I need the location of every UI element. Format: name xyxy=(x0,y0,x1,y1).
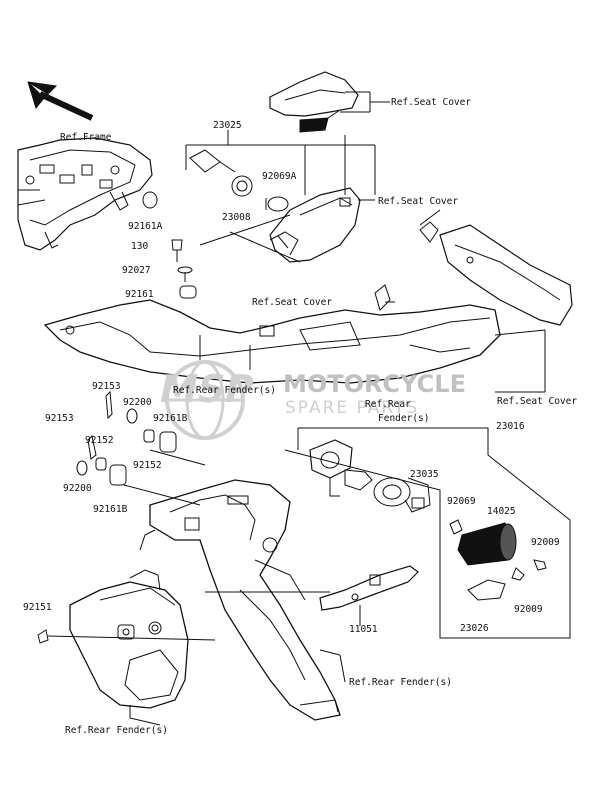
socket-23008 xyxy=(189,149,253,197)
rear-fender-lower xyxy=(139,479,341,721)
label-92161b-b: 92161B xyxy=(93,504,128,515)
label-ref-rear-fender-4: Ref.Rear Fender(s) xyxy=(65,725,168,736)
label-ref-rear-fender-2-line2: Fender(s) xyxy=(378,413,430,424)
label-ref-rear-fender-2-line1: Ref.Rear xyxy=(365,399,411,410)
label-23016: 23016 xyxy=(496,421,525,432)
label-130: 130 xyxy=(131,241,149,252)
lamp-14025 xyxy=(457,522,517,566)
bolt-92153-a xyxy=(105,390,113,420)
bolt-92153-b xyxy=(87,434,97,460)
license-light-housing xyxy=(309,439,373,497)
rear-fender-cover xyxy=(69,569,189,709)
label-23025: 23025 xyxy=(213,120,242,131)
watermark-globe-logo xyxy=(165,360,245,440)
label-92161b-a: 92161B xyxy=(153,413,188,424)
label-92200-b: 92200 xyxy=(63,483,92,494)
label-92009-a: 92009 xyxy=(531,537,560,548)
rear-fender-main xyxy=(43,299,501,384)
label-92009-b: 92009 xyxy=(514,604,543,615)
collar-92152-b xyxy=(95,457,107,471)
screw-92009-a xyxy=(533,559,547,571)
label-92153-a: 92153 xyxy=(92,381,121,392)
screw-92009-b xyxy=(511,567,525,581)
label-92200-a: 92200 xyxy=(123,397,152,408)
label-92161: 92161 xyxy=(125,289,154,300)
label-ref-rear-fender-1: Ref.Rear Fender(s) xyxy=(173,385,276,396)
label-92152-a: 92152 xyxy=(85,435,114,446)
direction-arrow-icon xyxy=(27,81,94,121)
collar-92152-a xyxy=(143,429,155,443)
label-92151: 92151 xyxy=(23,602,52,613)
label-92069: 92069 xyxy=(447,496,476,507)
label-23026: 23026 xyxy=(460,623,489,634)
lens-23035 xyxy=(373,477,431,513)
label-11051: 11051 xyxy=(349,624,378,635)
bracket-11051 xyxy=(319,565,419,611)
taillight-housing xyxy=(269,187,361,263)
seat-cover-ref-top xyxy=(269,71,359,133)
bolt-130 xyxy=(171,239,183,262)
screw-92069 xyxy=(449,519,463,535)
label-92153-b: 92153 xyxy=(45,413,74,424)
label-92152-b: 92152 xyxy=(133,460,162,471)
bulb-92069a xyxy=(265,196,289,212)
screw-92151 xyxy=(37,629,49,644)
label-ref-seat-cover-2: Ref.Seat Cover xyxy=(378,196,459,207)
pad-23026 xyxy=(467,579,506,601)
label-92069a: 92069A xyxy=(262,171,297,182)
label-92161a: 92161A xyxy=(128,221,163,232)
label-ref-frame: Ref.Frame xyxy=(60,132,112,143)
grommet-92161 xyxy=(179,285,197,299)
hardware-92161a xyxy=(142,191,158,209)
watermark-line2: SPARE PARTS xyxy=(285,398,420,418)
label-14025: 14025 xyxy=(487,506,516,517)
label-23008: 23008 xyxy=(222,212,251,223)
label-ref-seat-cover-3: Ref.Seat Cover xyxy=(252,297,333,308)
washer-92200-b xyxy=(76,460,88,476)
collar-92200-a xyxy=(126,408,138,424)
grommet-92161b-a xyxy=(159,431,177,453)
label-ref-seat-cover-1: Ref.Seat Cover xyxy=(391,97,472,108)
watermark-line1: MOTORCYCLE xyxy=(283,370,466,398)
label-23035: 23035 xyxy=(410,469,439,480)
label-ref-rear-fender-3: Ref.Rear Fender(s) xyxy=(349,677,452,688)
label-ref-seat-cover-4: Ref.Seat Cover xyxy=(497,396,578,407)
seat-cover-ref-right xyxy=(374,221,573,326)
grommet-92161b-b xyxy=(109,464,127,486)
washer-92027 xyxy=(177,266,193,282)
label-92027: 92027 xyxy=(122,265,151,276)
frame-illustration xyxy=(17,137,153,251)
